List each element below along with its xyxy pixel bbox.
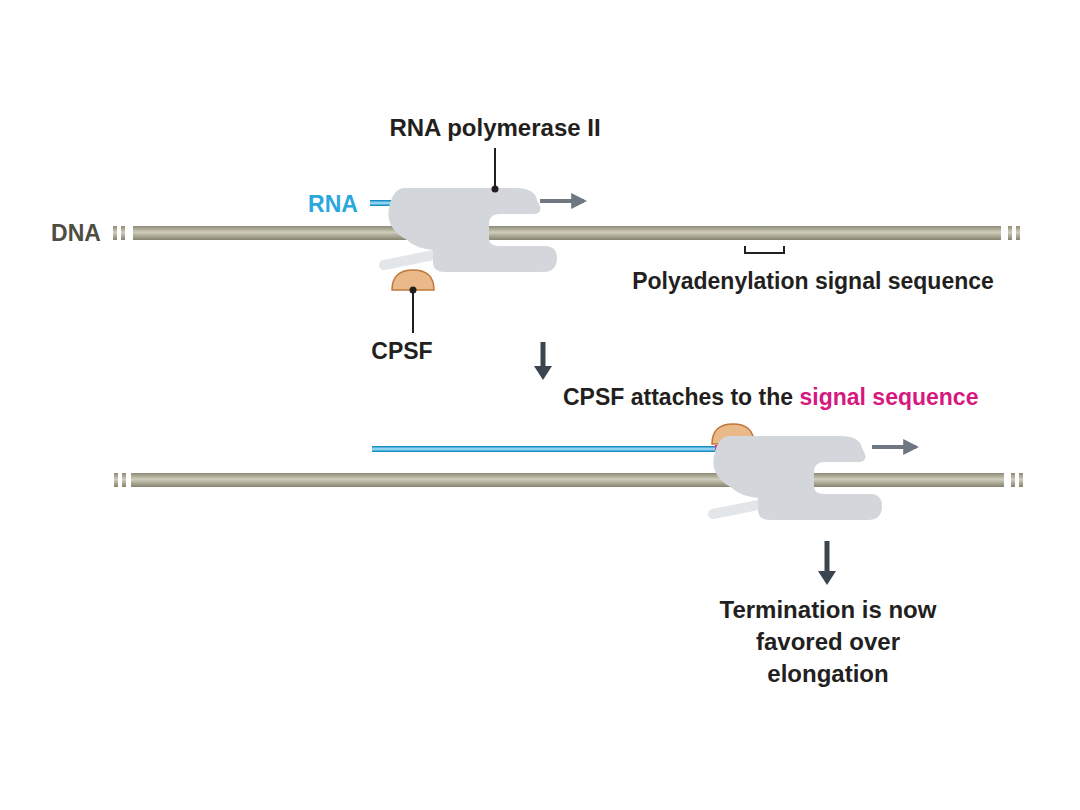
part-label: Polyadenylation signal sequence	[632, 268, 994, 294]
dna-strand	[133, 226, 1001, 240]
leader-dot	[492, 186, 499, 193]
dna-strand	[131, 473, 1004, 487]
rna-polymerase	[713, 436, 882, 520]
step-arrow	[825, 541, 830, 573]
part-label: RNA polymerase II	[389, 114, 600, 142]
rna-polymerase	[388, 188, 557, 272]
part-label: CPSF	[371, 338, 432, 364]
part-label: DNA	[51, 220, 101, 246]
leader-dot	[410, 287, 417, 294]
step-note-highlight: signal sequence	[799, 384, 978, 410]
leader-line	[412, 291, 414, 333]
direction-arrow	[872, 445, 916, 449]
bracket	[745, 246, 784, 253]
direction-arrow	[540, 199, 584, 203]
break-mark	[113, 226, 1020, 240]
rna-strand	[372, 446, 775, 452]
result-note: Termination is now favored over elongati…	[693, 594, 963, 690]
leader-line	[494, 148, 496, 188]
part-label: RNA	[308, 191, 358, 217]
step-arrow	[541, 342, 546, 368]
step-note: CPSF attaches to the	[563, 384, 793, 410]
break-mark	[114, 473, 1023, 487]
